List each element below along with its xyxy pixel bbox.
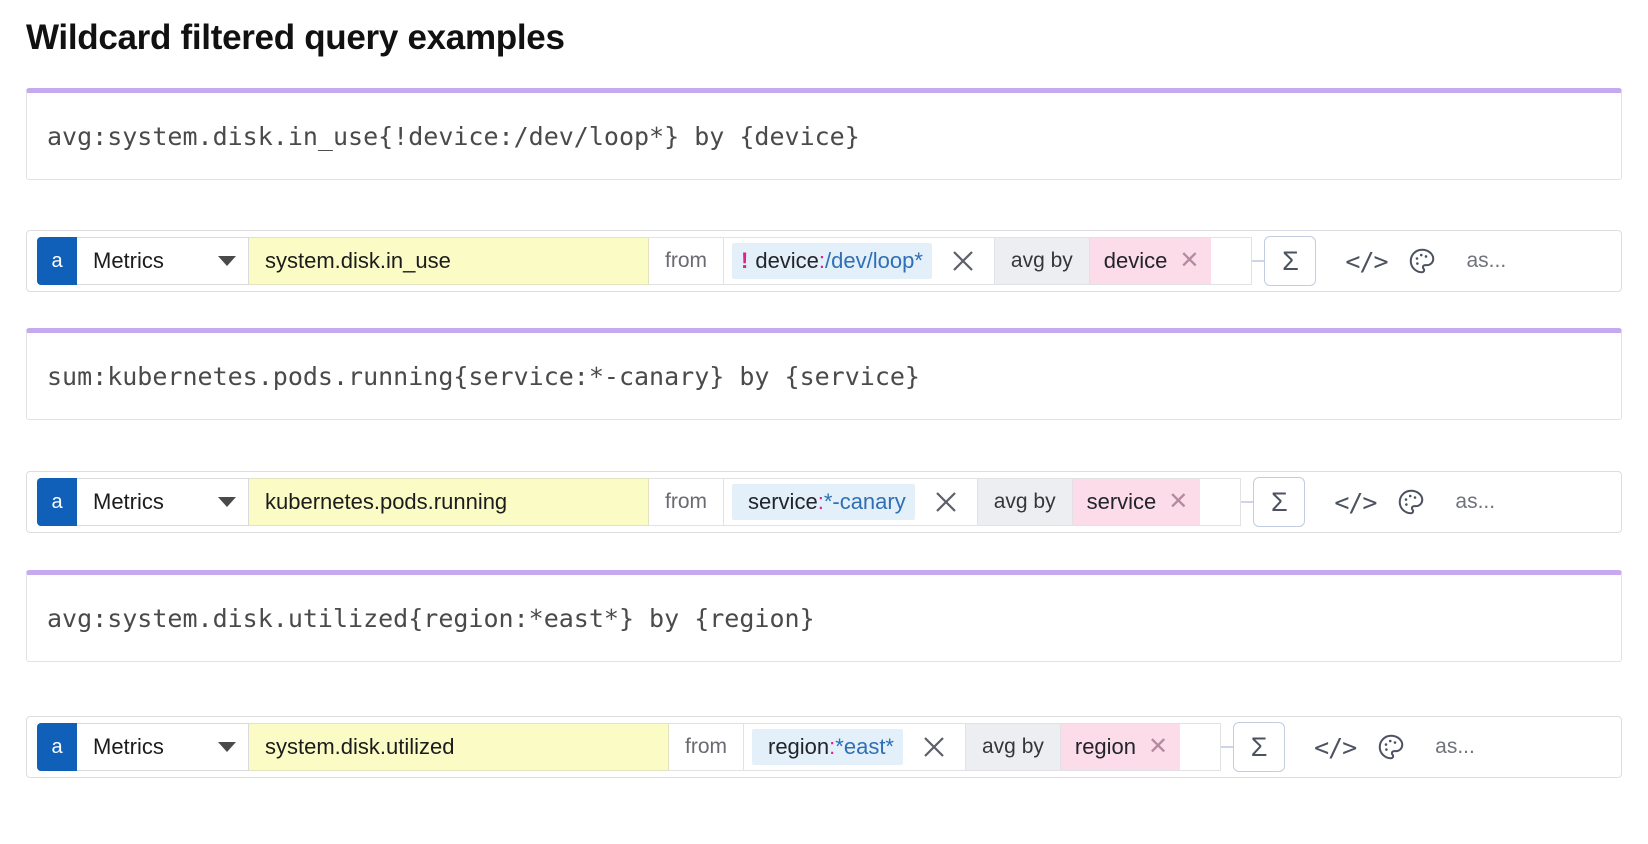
code-editor-icon[interactable]: </> — [1314, 732, 1357, 762]
filter-key: service — [748, 489, 818, 514]
query-editor-row: a Metrics system.disk.in_use from !devic… — [26, 230, 1622, 292]
data-source-label: Metrics — [93, 734, 164, 759]
filter-colon: : — [829, 734, 836, 759]
clear-filter-icon[interactable] — [903, 732, 965, 762]
group-by-zone[interactable]: device ✕ — [1089, 237, 1253, 285]
group-by-remove-icon[interactable]: ✕ — [1179, 247, 1200, 274]
from-label: from — [649, 478, 724, 526]
group-by-label: device — [1103, 248, 1168, 273]
query-code-block: avg:system.disk.in_use{!device:/dev/loop… — [26, 88, 1622, 180]
function-sigma-button[interactable]: Σ — [1264, 236, 1317, 286]
metric-name-input[interactable]: kubernetes.pods.running — [249, 478, 649, 526]
sigma-connector — [1252, 260, 1265, 262]
query-row-actions: </> as... — [1307, 723, 1475, 771]
metric-name-input[interactable]: system.disk.in_use — [249, 237, 649, 285]
palette-icon[interactable] — [1363, 721, 1419, 773]
data-source-label: Metrics — [93, 489, 164, 514]
group-by-zone[interactable]: region ✕ — [1060, 723, 1222, 771]
clear-filter-icon[interactable] — [932, 246, 994, 276]
query-letter-badge[interactable]: a — [37, 478, 77, 526]
from-label: from — [649, 237, 724, 285]
code-editor-icon[interactable]: </> — [1334, 487, 1377, 517]
query-letter-badge[interactable]: a — [37, 237, 77, 285]
group-by-zone[interactable]: service ✕ — [1072, 478, 1242, 526]
filter-tag-pill[interactable]: !device:/dev/loop* — [732, 243, 932, 279]
query-letter-badge[interactable]: a — [37, 723, 77, 771]
code-editor-icon[interactable]: </> — [1345, 246, 1388, 276]
query-editor-controls: a Metrics system.disk.in_use from !devic… — [27, 231, 1506, 291]
filter-tag-pill[interactable]: region:*east* — [752, 729, 903, 765]
function-sigma-button[interactable]: Σ — [1233, 722, 1286, 772]
query-code-text: sum:kubernetes.pods.running{service:*-ca… — [47, 361, 920, 391]
chevron-down-icon — [218, 497, 236, 507]
query-editor-controls: a Metrics system.disk.utilized from regi… — [27, 717, 1475, 777]
query-editor-row: a Metrics system.disk.utilized from regi… — [26, 716, 1622, 778]
group-by-label: service — [1086, 489, 1157, 514]
palette-icon[interactable] — [1394, 235, 1450, 287]
sigma-connector — [1221, 746, 1234, 748]
group-by-remove-icon[interactable]: ✕ — [1148, 733, 1169, 760]
alias-label[interactable]: as... — [1435, 735, 1475, 758]
group-by-add-area[interactable] — [1180, 724, 1220, 770]
filter-tag-pill[interactable]: service:*-canary — [732, 484, 915, 520]
group-by-pill[interactable]: service ✕ — [1072, 479, 1201, 525]
filter-value: /dev/loop* — [825, 248, 923, 273]
aggregator-label[interactable]: avg by — [994, 237, 1090, 285]
function-sigma-button[interactable]: Σ — [1253, 477, 1306, 527]
chevron-down-icon — [218, 742, 236, 752]
filter-zone[interactable]: region:*east* — [744, 723, 966, 771]
filter-zone[interactable]: service:*-canary — [724, 478, 978, 526]
sigma-connector — [1241, 501, 1254, 503]
query-code-block: sum:kubernetes.pods.running{service:*-ca… — [26, 328, 1622, 420]
data-source-select[interactable]: Metrics — [77, 723, 249, 771]
query-row-actions: </> as... — [1327, 478, 1495, 526]
filter-zone[interactable]: !device:/dev/loop* — [724, 237, 995, 285]
alias-label[interactable]: as... — [1455, 490, 1496, 513]
query-editor-controls: a Metrics kubernetes.pods.running from s… — [27, 472, 1495, 532]
filter-key: region — [768, 734, 830, 759]
group-by-pill[interactable]: device ✕ — [1089, 238, 1212, 284]
group-by-pill[interactable]: region ✕ — [1060, 724, 1181, 770]
filter-colon: : — [817, 489, 824, 514]
clear-filter-icon[interactable] — [915, 487, 977, 517]
group-by-add-area[interactable] — [1211, 238, 1251, 284]
query-code-text: avg:system.disk.utilized{region:*east*} … — [47, 603, 815, 633]
data-source-select[interactable]: Metrics — [77, 478, 249, 526]
data-source-label: Metrics — [93, 248, 164, 273]
from-label: from — [669, 723, 744, 771]
query-code-block: avg:system.disk.utilized{region:*east*} … — [26, 570, 1622, 662]
chevron-down-icon — [218, 256, 236, 266]
query-row-actions: </> as... — [1338, 237, 1506, 285]
filter-colon: : — [818, 248, 826, 273]
group-by-add-area[interactable] — [1200, 479, 1240, 525]
palette-icon[interactable] — [1383, 476, 1439, 528]
filter-negation: ! — [741, 248, 749, 273]
alias-label[interactable]: as... — [1466, 249, 1507, 272]
group-by-remove-icon[interactable]: ✕ — [1168, 488, 1189, 515]
filter-value: *east* — [835, 734, 894, 759]
query-code-text: avg:system.disk.in_use{!device:/dev/loop… — [47, 121, 860, 151]
data-source-select[interactable]: Metrics — [77, 237, 249, 285]
metric-name-input[interactable]: system.disk.utilized — [249, 723, 669, 771]
group-by-label: region — [1074, 734, 1137, 759]
aggregator-label[interactable]: avg by — [966, 723, 1061, 771]
filter-value: *-canary — [823, 489, 906, 514]
aggregator-label[interactable]: avg by — [977, 478, 1073, 526]
page-title: Wildcard filtered query examples — [26, 18, 565, 57]
query-editor-row: a Metrics kubernetes.pods.running from s… — [26, 471, 1622, 533]
filter-key: device — [755, 248, 819, 273]
